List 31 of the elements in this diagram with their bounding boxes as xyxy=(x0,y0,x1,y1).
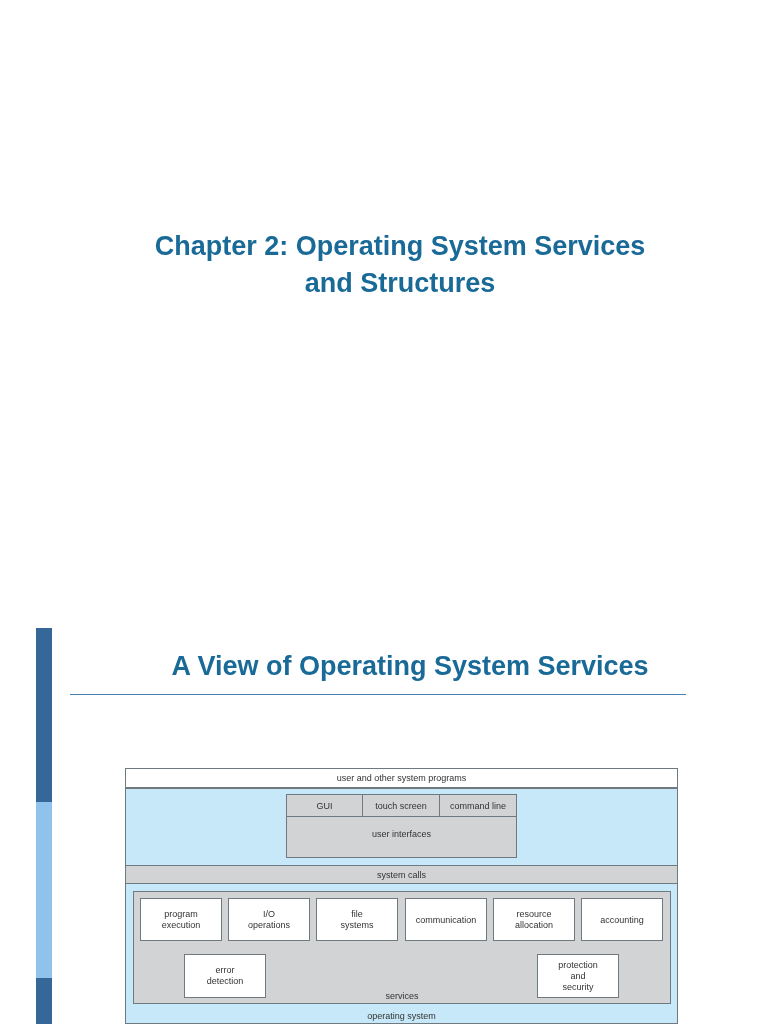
node-text: command line xyxy=(449,800,507,811)
service-box xyxy=(316,898,398,941)
service-box xyxy=(228,898,310,941)
node-text: error detection xyxy=(206,965,244,987)
services-panel xyxy=(133,891,671,1004)
service-box xyxy=(140,898,222,941)
node-text: communication xyxy=(414,914,478,925)
node-text: resource allocation xyxy=(515,908,553,931)
slide-heading: A View of Operating System Services xyxy=(170,650,650,683)
node-text: services xyxy=(384,991,420,1002)
node-text: I/O operations xyxy=(248,908,290,931)
node-text: user interfaces xyxy=(371,829,432,840)
layer-band xyxy=(125,788,678,1024)
service-box xyxy=(405,898,487,941)
service-box xyxy=(537,954,619,998)
node-text: touch screen xyxy=(374,800,428,811)
node-text: system calls xyxy=(376,869,427,880)
node-text: GUI xyxy=(315,800,334,811)
node-text: file systems xyxy=(340,908,374,931)
node-text: accounting xyxy=(599,914,645,925)
node-text: operating system xyxy=(366,1011,437,1022)
layer-band xyxy=(125,865,678,884)
node-text: program execution xyxy=(161,908,201,931)
interface-box xyxy=(286,794,517,858)
service-box xyxy=(493,898,575,941)
chapter-heading: Chapter 2: Operating System Services and Structures xyxy=(153,230,647,300)
service-box xyxy=(581,898,663,941)
node-text: user and other system programs xyxy=(335,772,468,784)
layer-band xyxy=(125,768,678,788)
service-box xyxy=(184,954,266,998)
node-text: protection and security xyxy=(558,959,598,993)
